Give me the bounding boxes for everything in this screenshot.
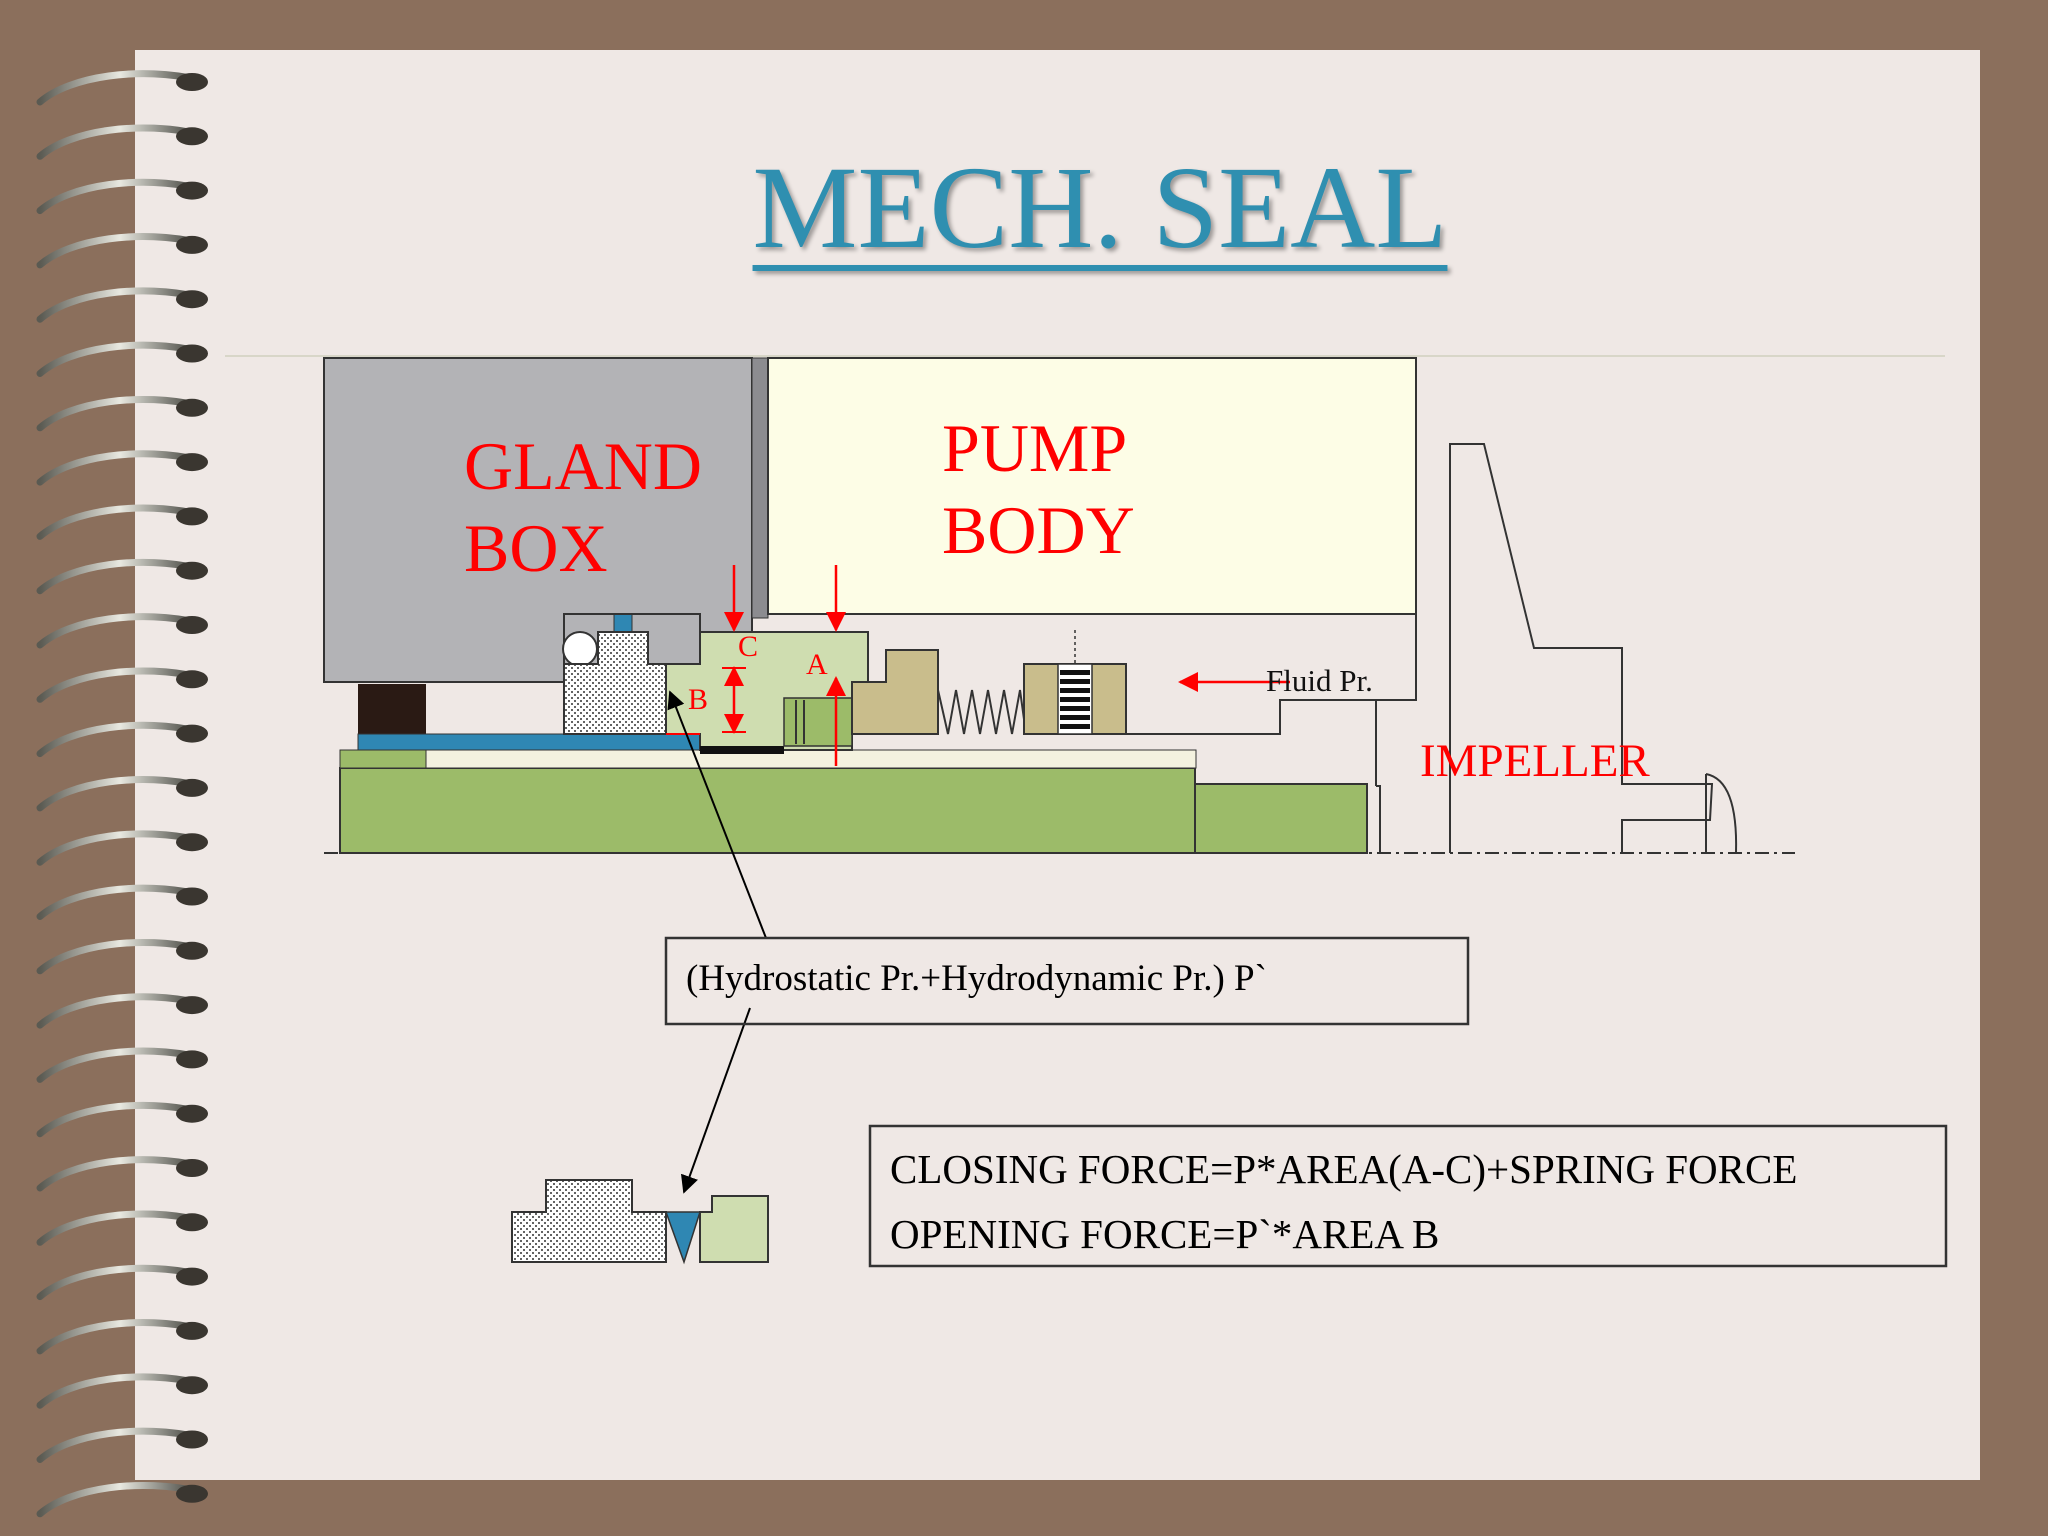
gland-box-label-1: GLAND (464, 428, 702, 504)
pressure-box-text: (Hydrostatic Pr.+Hydrodynamic Pr.) P` (686, 958, 1267, 999)
binding-hole (176, 344, 208, 363)
binding-ring (36, 721, 204, 758)
binding-hole (176, 833, 208, 852)
binding-ring (36, 70, 204, 106)
area-b-label: B (688, 683, 709, 716)
binding-hole (176, 724, 208, 743)
o-ring (562, 631, 598, 667)
binding-hole (176, 941, 208, 960)
binding-ring (36, 993, 204, 1029)
binding-ring (36, 341, 204, 377)
binding-ring (36, 830, 204, 866)
binding-ring (36, 776, 204, 812)
binding-ring (36, 1319, 204, 1355)
binding-hole (176, 507, 208, 526)
gland-box-shape (323, 357, 753, 683)
binding-hole (176, 887, 208, 906)
binding-hole (176, 1321, 208, 1340)
binding-hole (176, 616, 208, 634)
area-a-label: A (806, 648, 828, 681)
binding-hole (176, 398, 208, 417)
pump-body-shape (767, 357, 1417, 615)
shaft (339, 767, 1196, 854)
shaft-sleeve (357, 733, 719, 751)
spring (937, 689, 1027, 735)
binding-hole (176, 1267, 208, 1286)
closing-force-text: CLOSING FORCE=P*AREA(A-C)+SPRING FORCE (890, 1146, 1798, 1192)
force-box-frame (868, 1124, 1948, 1268)
area-c-label: C (738, 630, 759, 663)
collar-stripe (1060, 715, 1090, 720)
binding-ring (36, 395, 204, 432)
pump-body-label-1: PUMP (942, 410, 1128, 486)
collar-stripe (1060, 724, 1090, 729)
binding-ring (36, 450, 204, 486)
binding-hole (176, 778, 208, 797)
binding-hole (176, 235, 208, 254)
pump-body-label-2: BODY (942, 492, 1135, 568)
collar-stripe (1060, 679, 1090, 684)
fluid-pressure-label: Fluid Pr. (1266, 663, 1373, 698)
binding-hole (176, 1376, 208, 1395)
binding-hole (176, 996, 208, 1015)
binding-hole (176, 670, 208, 689)
binding-hole (176, 1050, 208, 1069)
binding-ring (36, 1373, 204, 1409)
binding-hole (176, 1484, 208, 1503)
binding-hole (176, 1159, 208, 1177)
collar-stripe (1060, 688, 1090, 693)
binding-ring (36, 938, 204, 975)
packing-block (358, 684, 426, 734)
collar-stripe (1060, 697, 1090, 702)
binding-hole (176, 127, 208, 146)
binding-hole (176, 290, 208, 309)
binding-ring (36, 1427, 204, 1463)
seal-retainer (851, 649, 939, 735)
binding-ring (36, 667, 204, 703)
binding-hole (176, 181, 208, 200)
binding-ring (36, 1101, 204, 1138)
binding-ring (36, 233, 204, 269)
binding-hole (176, 1104, 208, 1123)
binding-ring (36, 613, 204, 649)
slide-title: MECH. SEAL (752, 142, 1448, 273)
binding-hole (176, 561, 208, 580)
binding-hole (176, 453, 208, 472)
pressure-box-frame (664, 936, 1470, 1026)
collar-stripe (1060, 706, 1090, 711)
spiral-binding (36, 70, 208, 1518)
binding-ring (36, 124, 204, 160)
impeller-label: IMPELLER (1420, 735, 1650, 787)
impeller-outline (1376, 614, 1417, 701)
binding-ring (36, 178, 204, 215)
collar-stripe (1060, 670, 1090, 675)
binding-ring (36, 1210, 204, 1246)
binding-ring (36, 884, 204, 920)
detail-seat (511, 1179, 667, 1263)
binding-ring (36, 1047, 204, 1083)
binding-ring (36, 287, 204, 323)
binding-ring (36, 1264, 204, 1301)
binding-ring (36, 1156, 204, 1192)
binding-hole (176, 1213, 208, 1232)
binding-hole (176, 73, 208, 91)
detail-face (699, 1195, 769, 1263)
binding-ring (36, 558, 204, 595)
opening-force-text: OPENING FORCE=P`*AREA B (890, 1211, 1440, 1257)
gland-box-label-2: BOX (464, 510, 608, 586)
binding-ring (36, 504, 204, 540)
binding-hole (176, 1430, 208, 1449)
detail-fluid-wedge (664, 1211, 702, 1265)
binding-ring (36, 1481, 204, 1518)
